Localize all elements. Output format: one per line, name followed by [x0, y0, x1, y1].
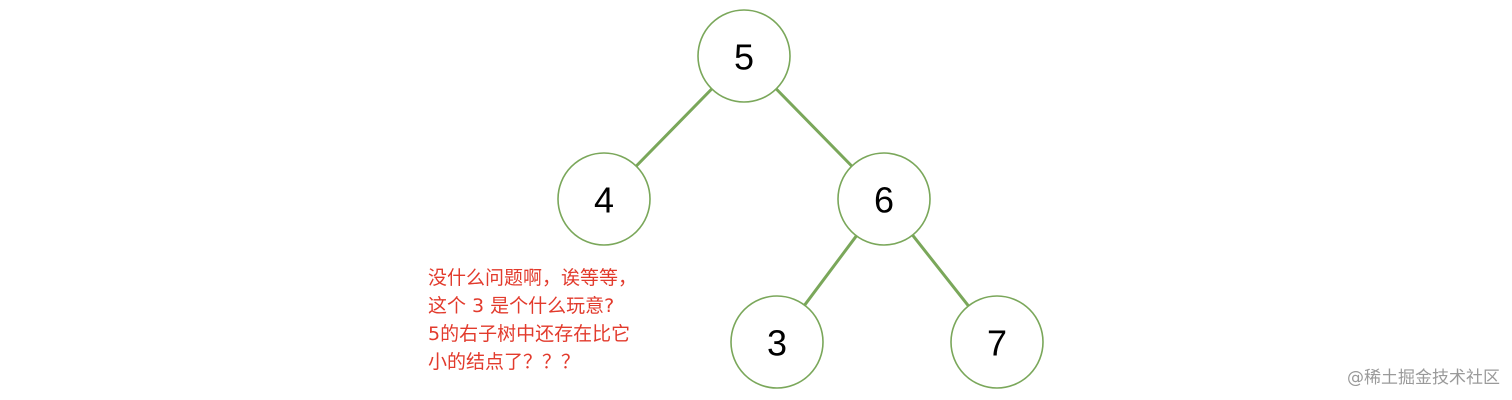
nodes-layer: 5 4 6 3 7	[557, 9, 1044, 389]
tree-node-right: 6	[837, 152, 931, 246]
tree-edge-root-to-right	[774, 87, 854, 168]
tree-edge-right-to-right-left	[803, 234, 858, 307]
tree-node-circle	[837, 152, 931, 246]
tree-node-left: 4	[557, 152, 651, 246]
tree-node-label: 6	[874, 180, 894, 221]
annotation-line-1: 没什么问题啊，诶等等，	[428, 267, 638, 289]
tree-node-circle	[950, 295, 1044, 389]
tree-node-circle	[697, 9, 791, 103]
annotation-line-2: 这个 3 是个什么玩意?	[428, 295, 615, 317]
tree-node-circle	[557, 152, 651, 246]
tree-edge-root-to-left	[634, 87, 714, 168]
tree-node-right-right: 7	[950, 295, 1044, 389]
tree-node-label: 7	[987, 323, 1007, 364]
tree-edge-right-to-right-right	[911, 233, 970, 308]
annotation-line-3: 5的右子树中还存在比它	[428, 323, 631, 345]
annotation-note: 没什么问题啊，诶等等， 这个 3 是个什么玩意? 5的右子树中还存在比它 小的结…	[428, 264, 708, 376]
tree-node-label: 5	[734, 37, 754, 78]
tree-node-right-left: 3	[730, 295, 824, 389]
tree-node-label: 3	[767, 323, 787, 364]
tree-node-root: 5	[697, 9, 791, 103]
watermark: @稀土掘金技术社区	[1347, 368, 1500, 388]
annotation-line-4: 小的结点了？？？	[428, 351, 581, 373]
edges-layer	[634, 87, 970, 308]
tree-node-circle	[730, 295, 824, 389]
tree-node-label: 4	[594, 180, 614, 221]
